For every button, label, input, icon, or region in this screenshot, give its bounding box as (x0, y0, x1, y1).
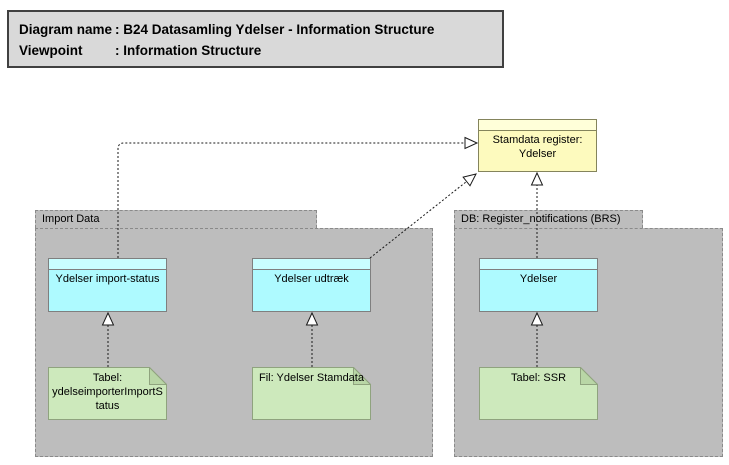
node-ydelser-udtraek-strip (253, 259, 370, 270)
group-db-register-tab[interactable]: DB: Register_notifications (BRS) (454, 210, 643, 228)
node-ydelser-udtraek-label: Ydelser udtræk (274, 273, 349, 285)
note-fold-corner (353, 367, 371, 385)
title-block: Diagram name: B24 Datasamling Ydelser - … (7, 10, 504, 68)
note-tabel-ssr-label: Tabel: SSR (510, 372, 567, 384)
note-fold-corner (580, 367, 598, 385)
note-tabel-ydelseimporter-label: Tabel: ydelseimporterImportStatus (52, 372, 163, 412)
node-stamdata-register[interactable]: Stamdata register: Ydelser (478, 119, 597, 172)
note-fold-corner (149, 367, 167, 385)
viewpoint-label: Viewpoint (19, 43, 83, 58)
note-fil-ydelser-stamdata[interactable]: Fil: Ydelser Stamdata (252, 367, 371, 420)
node-ydelser-label: Ydelser (519, 273, 558, 285)
node-ydelser-import-status-label: Ydelser import-status (55, 273, 160, 285)
note-tabel-ydelseimporter[interactable]: Tabel: ydelseimporterImportStatus (48, 367, 167, 420)
diagram-name-label: Diagram name (19, 22, 113, 37)
note-shape (252, 367, 371, 420)
note-shape (48, 367, 167, 420)
node-stamdata-register-label: Stamdata register: Ydelser (492, 134, 583, 160)
group-db-register-label: DB: Register_notifications (BRS) (461, 213, 621, 225)
node-ydelser-import-status[interactable]: Ydelser import-status (48, 258, 167, 312)
viewpoint-value: : Information Structure (115, 43, 262, 58)
diagram-name-value: : B24 Datasamling Ydelser - Information … (115, 22, 435, 37)
node-ydelser[interactable]: Ydelser (479, 258, 598, 312)
note-shape (479, 367, 598, 420)
node-stamdata-register-strip (479, 120, 596, 131)
group-import-data-tab[interactable]: Import Data (35, 210, 317, 228)
diagram-name-row: Diagram name: B24 Datasamling Ydelser - … (19, 19, 502, 40)
node-ydelser-import-status-strip (49, 259, 166, 270)
node-ydelser-udtraek[interactable]: Ydelser udtræk (252, 258, 371, 312)
node-ydelser-strip (480, 259, 597, 270)
group-import-data-label: Import Data (42, 213, 100, 225)
viewpoint-row: Viewpoint : Information Structure (19, 40, 502, 61)
note-tabel-ssr[interactable]: Tabel: SSR (479, 367, 598, 420)
note-fil-ydelser-stamdata-label: Fil: Ydelser Stamdata (259, 372, 364, 384)
